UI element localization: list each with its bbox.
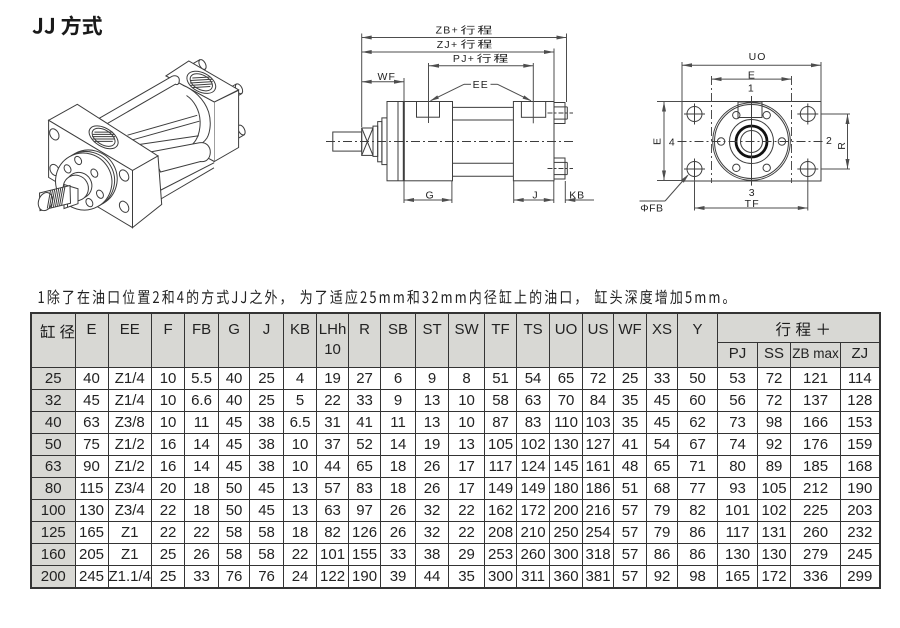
svg-text:ZJ+: ZJ+ [437,39,459,51]
svg-text:E: E [748,70,755,82]
svg-text:ZB+: ZB+ [436,25,459,37]
svg-text:TF: TF [745,198,760,210]
svg-text:1: 1 [748,82,754,94]
svg-text:UO: UO [749,51,767,63]
svg-text:G: G [426,189,434,201]
svg-text:KB: KB [569,190,585,202]
svg-text:3: 3 [749,187,755,199]
svg-text:4: 4 [669,137,675,149]
svg-text:E: E [651,138,663,145]
svg-text:ΦFB: ΦFB [640,203,663,215]
svg-text:2: 2 [826,135,832,147]
svg-text:R: R [836,142,848,150]
svg-text:WF: WF [378,71,396,83]
svg-text:J: J [532,190,537,202]
svg-text:EE: EE [473,79,489,91]
svg-text:PJ+: PJ+ [453,53,475,65]
